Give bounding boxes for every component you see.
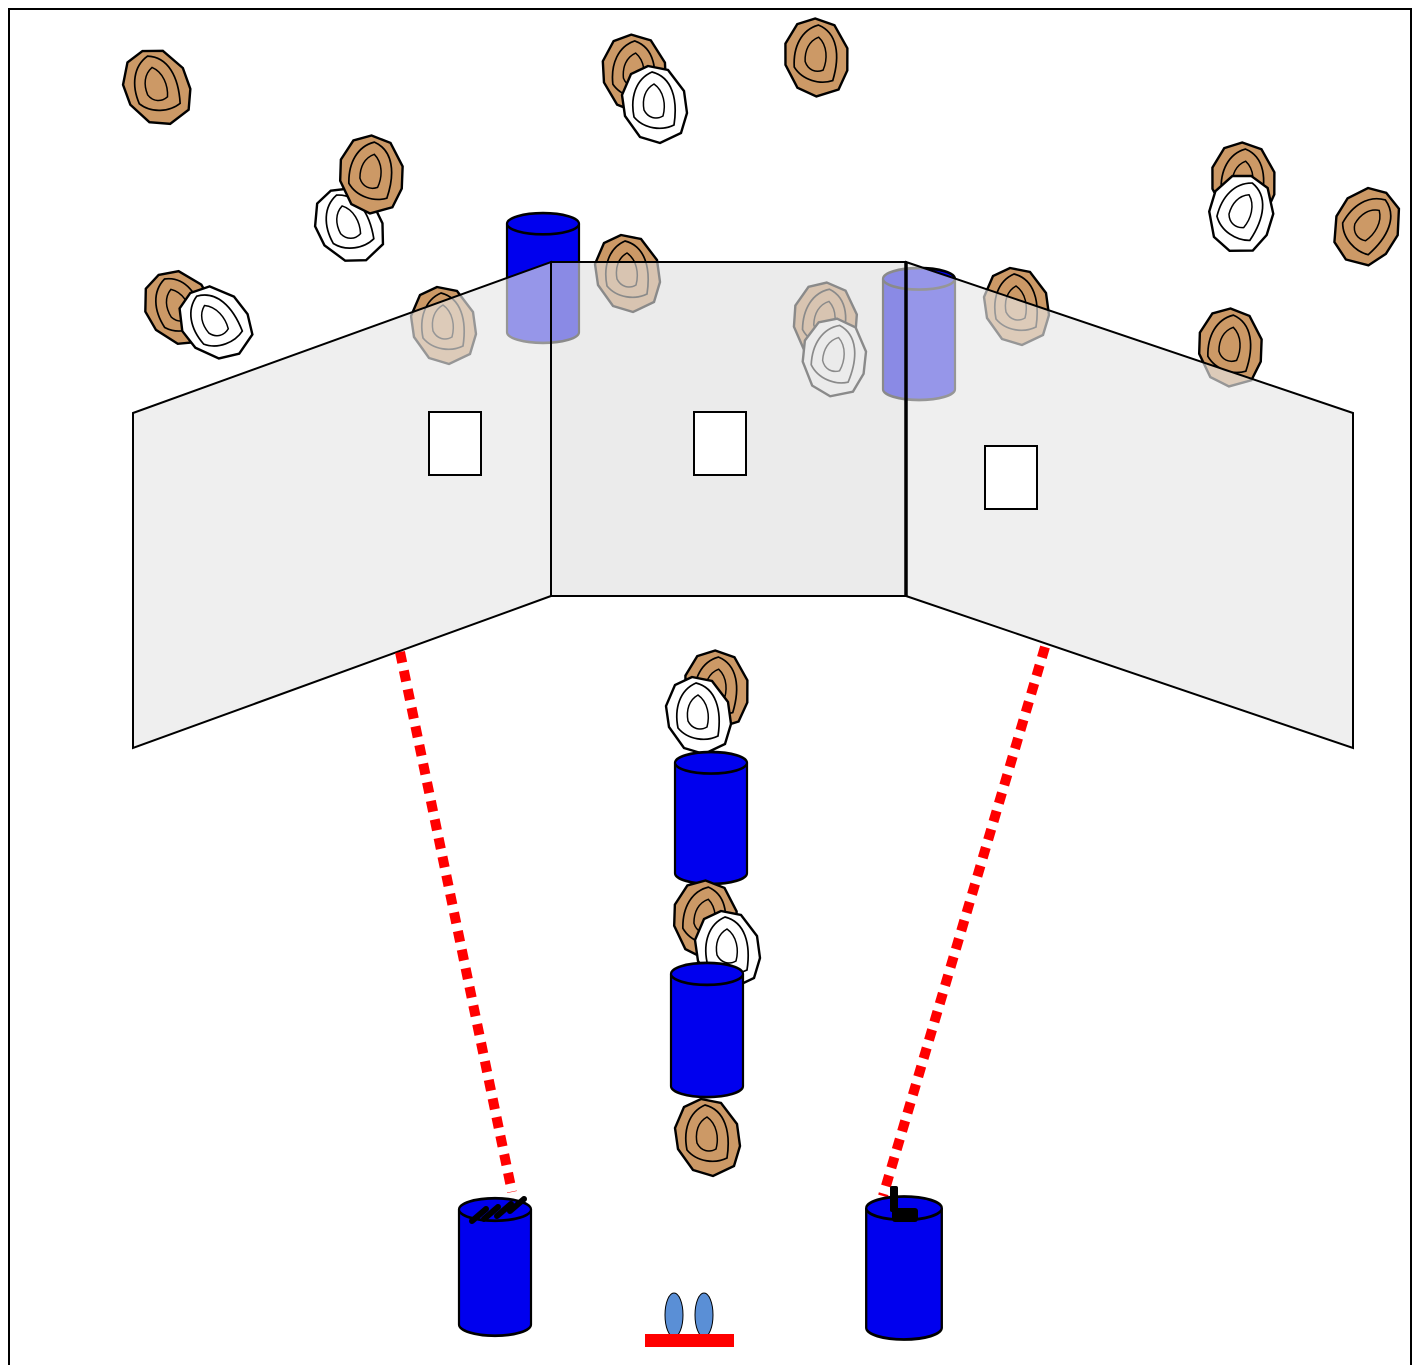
start-position <box>645 1292 734 1347</box>
page-border <box>8 8 1412 1365</box>
window-left <box>428 411 482 476</box>
walls <box>132 260 1354 750</box>
cardboard-target-icon <box>1315 174 1418 279</box>
cardboard-target-icon <box>115 41 198 133</box>
window-center <box>693 411 747 476</box>
no-shoot-target-icon <box>620 64 689 145</box>
start-box-line <box>645 1334 734 1347</box>
wall-right <box>905 260 1354 750</box>
cardboard-target-icon <box>777 13 856 102</box>
window-right <box>984 445 1038 510</box>
shotgun-shells-icon <box>469 1196 527 1224</box>
pistol-icon <box>890 1186 918 1222</box>
barrel-icon <box>673 750 749 886</box>
footprint-right-icon <box>694 1292 714 1338</box>
barrel-icon <box>669 961 745 1099</box>
footprint-left-icon <box>664 1292 684 1338</box>
barrel-icon <box>457 1196 533 1338</box>
fault-line-left <box>395 650 517 1194</box>
fault-line-right <box>878 645 1050 1198</box>
center-array <box>664 645 762 1178</box>
cardboard-target-icon <box>673 1097 742 1178</box>
